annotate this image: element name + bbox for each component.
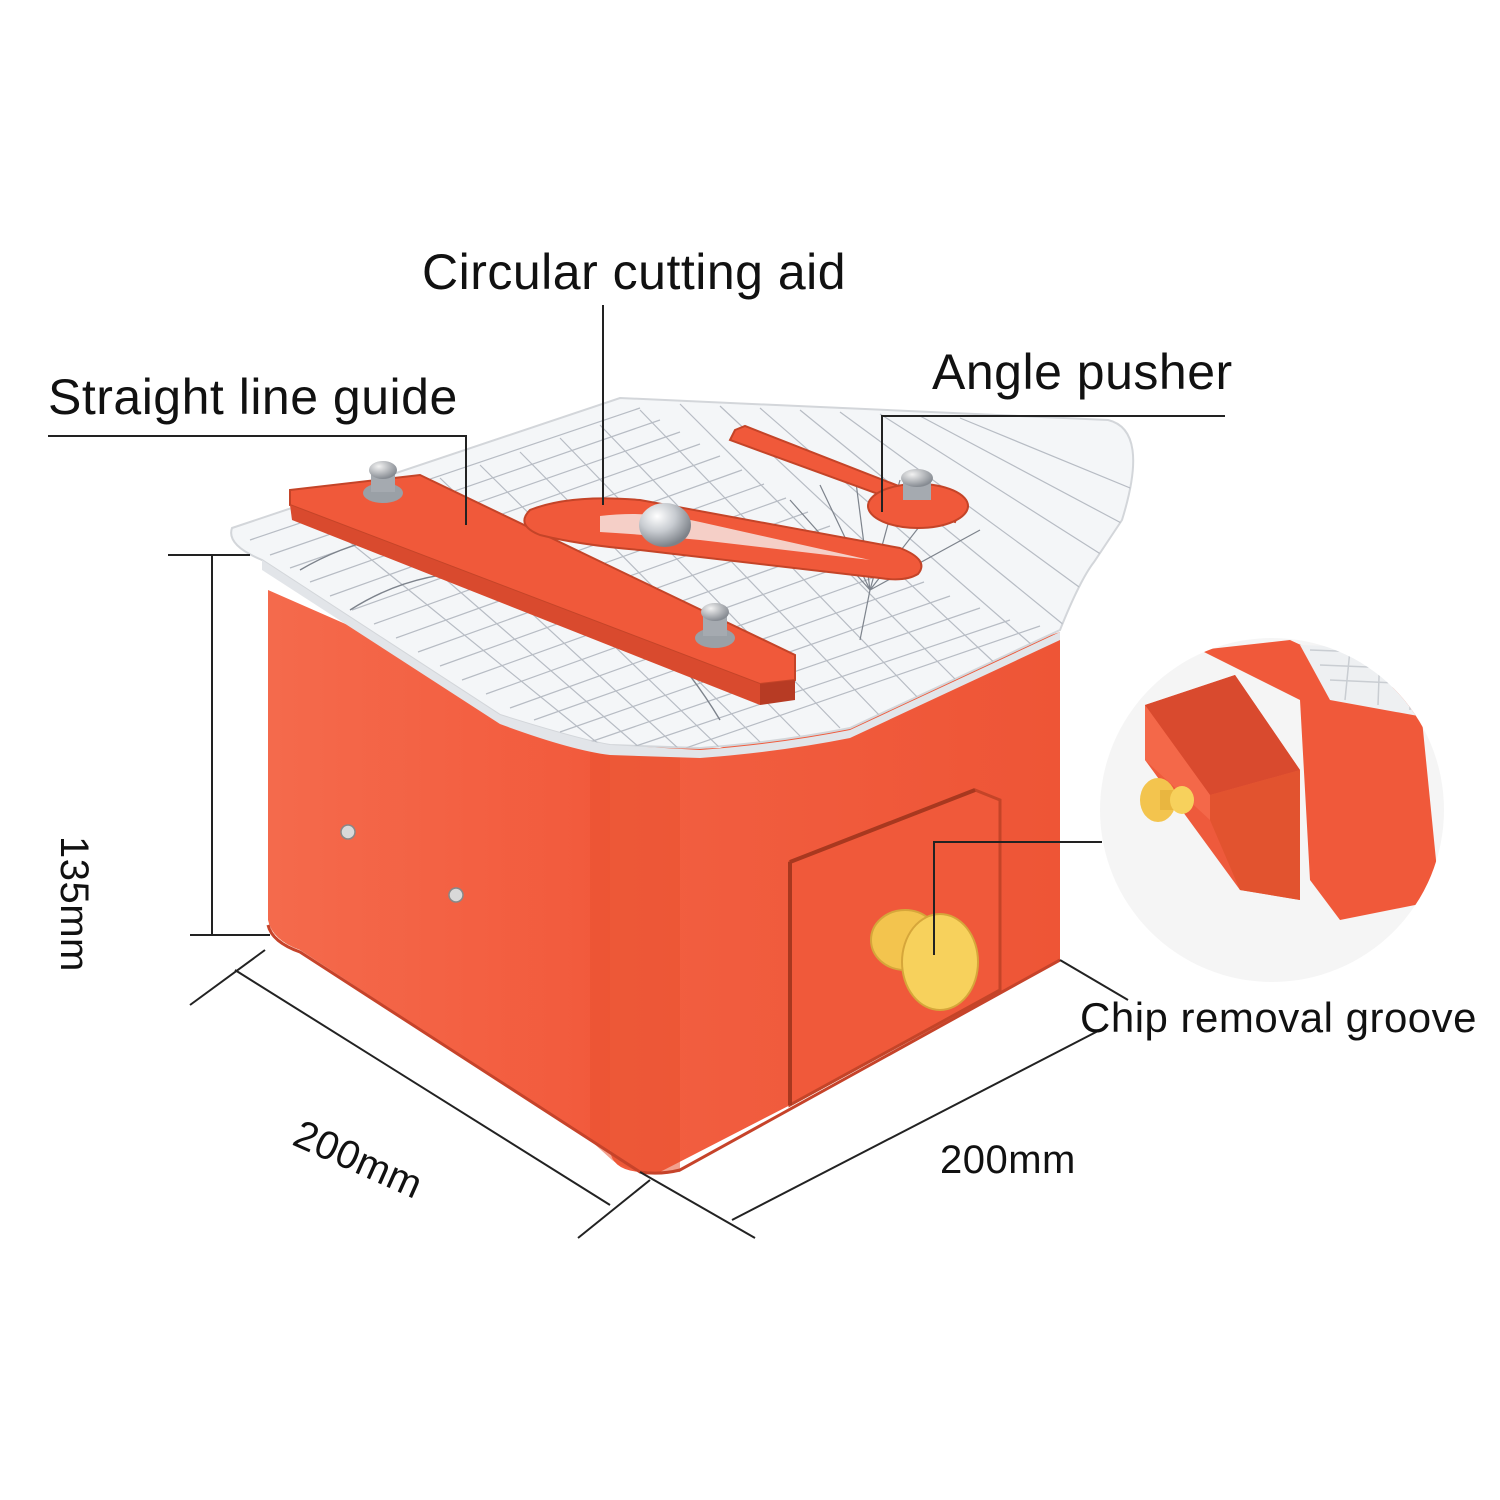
drawer-detail-inset	[1100, 638, 1444, 982]
dimension-lines	[168, 554, 1129, 1239]
dimension-width-right-label: 200mm	[940, 1138, 1076, 1182]
label-straight-line-guide: Straight line guide	[48, 369, 458, 425]
angle-pusher	[728, 424, 969, 529]
pivot-ball-icon	[639, 503, 691, 547]
label-angle-pusher: Angle pusher	[932, 344, 1233, 400]
bolt-icon	[901, 469, 933, 500]
screw-icon	[340, 824, 356, 840]
dim-width-left-line	[234, 969, 611, 1206]
dimension-height-label: 135mm	[52, 836, 96, 972]
bolt-icon	[363, 461, 403, 503]
leader-chip	[933, 841, 1102, 955]
label-circular-cutting-aid: Circular cutting aid	[422, 244, 847, 300]
bolt-icon	[695, 603, 735, 648]
leader-angle	[881, 415, 1225, 512]
drawer-knob-icon	[870, 909, 979, 1011]
leader-lines	[48, 305, 1225, 955]
circular-cutting-aid	[523, 497, 923, 581]
label-chip-removal-groove: Chip removal groove	[1080, 994, 1478, 1041]
screw-icon	[448, 887, 464, 903]
dim-width-right-line	[731, 1029, 1101, 1221]
leader-straight	[48, 435, 467, 525]
straight-line-guide	[289, 461, 796, 705]
